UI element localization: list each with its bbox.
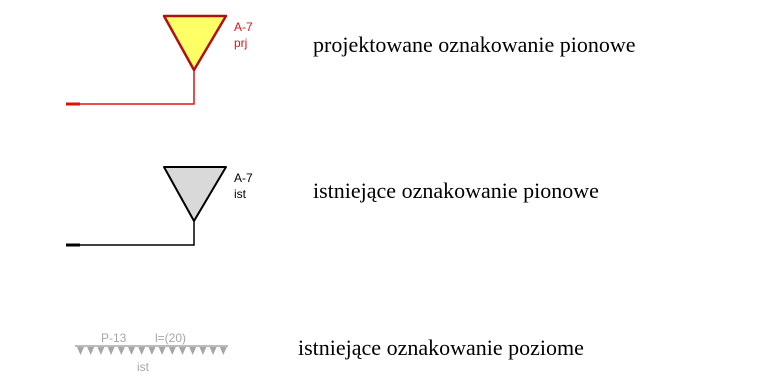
legend-item-projected-vertical: A-7 prj projektowane oznakowanie pionowe bbox=[66, 14, 636, 106]
shark-tooth bbox=[219, 347, 227, 355]
shark-tooth bbox=[117, 347, 125, 355]
projected-sign-status: prj bbox=[234, 36, 247, 50]
shark-tooth bbox=[168, 347, 176, 355]
shark-tooth bbox=[189, 347, 197, 355]
horizontal-marking-status: ist bbox=[137, 360, 150, 374]
horizontal-marking-code: P-13 bbox=[101, 331, 127, 345]
existing-sign-status: ist bbox=[234, 187, 247, 201]
existing-leader-line bbox=[66, 219, 195, 246]
shark-tooth bbox=[128, 347, 135, 355]
shark-tooth bbox=[179, 347, 186, 355]
shark-tooth bbox=[209, 347, 217, 355]
legend-item-existing-vertical: A-7 ist istniejące oznakowanie pionowe bbox=[66, 166, 599, 247]
shark-tooth bbox=[138, 347, 146, 355]
shark-teeth-marking-icon bbox=[77, 347, 227, 355]
existing-sign-code: A-7 bbox=[234, 171, 253, 185]
existing-horizontal-description: istniejące oznakowanie poziome bbox=[298, 335, 584, 360]
shark-tooth bbox=[97, 347, 105, 355]
shark-tooth bbox=[148, 347, 156, 355]
legend-item-existing-horizontal: P-13 l=(20) ist istniejące oznakowanie p… bbox=[75, 331, 584, 374]
existing-yield-sign-icon bbox=[163, 166, 227, 222]
projected-vertical-description: projektowane oznakowanie pionowe bbox=[313, 32, 636, 57]
existing-vertical-description: istniejące oznakowanie pionowe bbox=[313, 178, 599, 203]
horizontal-marking-length: l=(20) bbox=[155, 331, 186, 345]
projected-sign-code: A-7 bbox=[234, 20, 253, 34]
shark-tooth bbox=[87, 347, 95, 355]
shark-tooth bbox=[77, 347, 84, 355]
shark-tooth bbox=[158, 347, 166, 355]
shark-tooth bbox=[199, 347, 207, 355]
projected-yield-sign-icon bbox=[162, 14, 228, 72]
projected-leader-line bbox=[66, 68, 195, 105]
shark-tooth bbox=[107, 347, 115, 355]
